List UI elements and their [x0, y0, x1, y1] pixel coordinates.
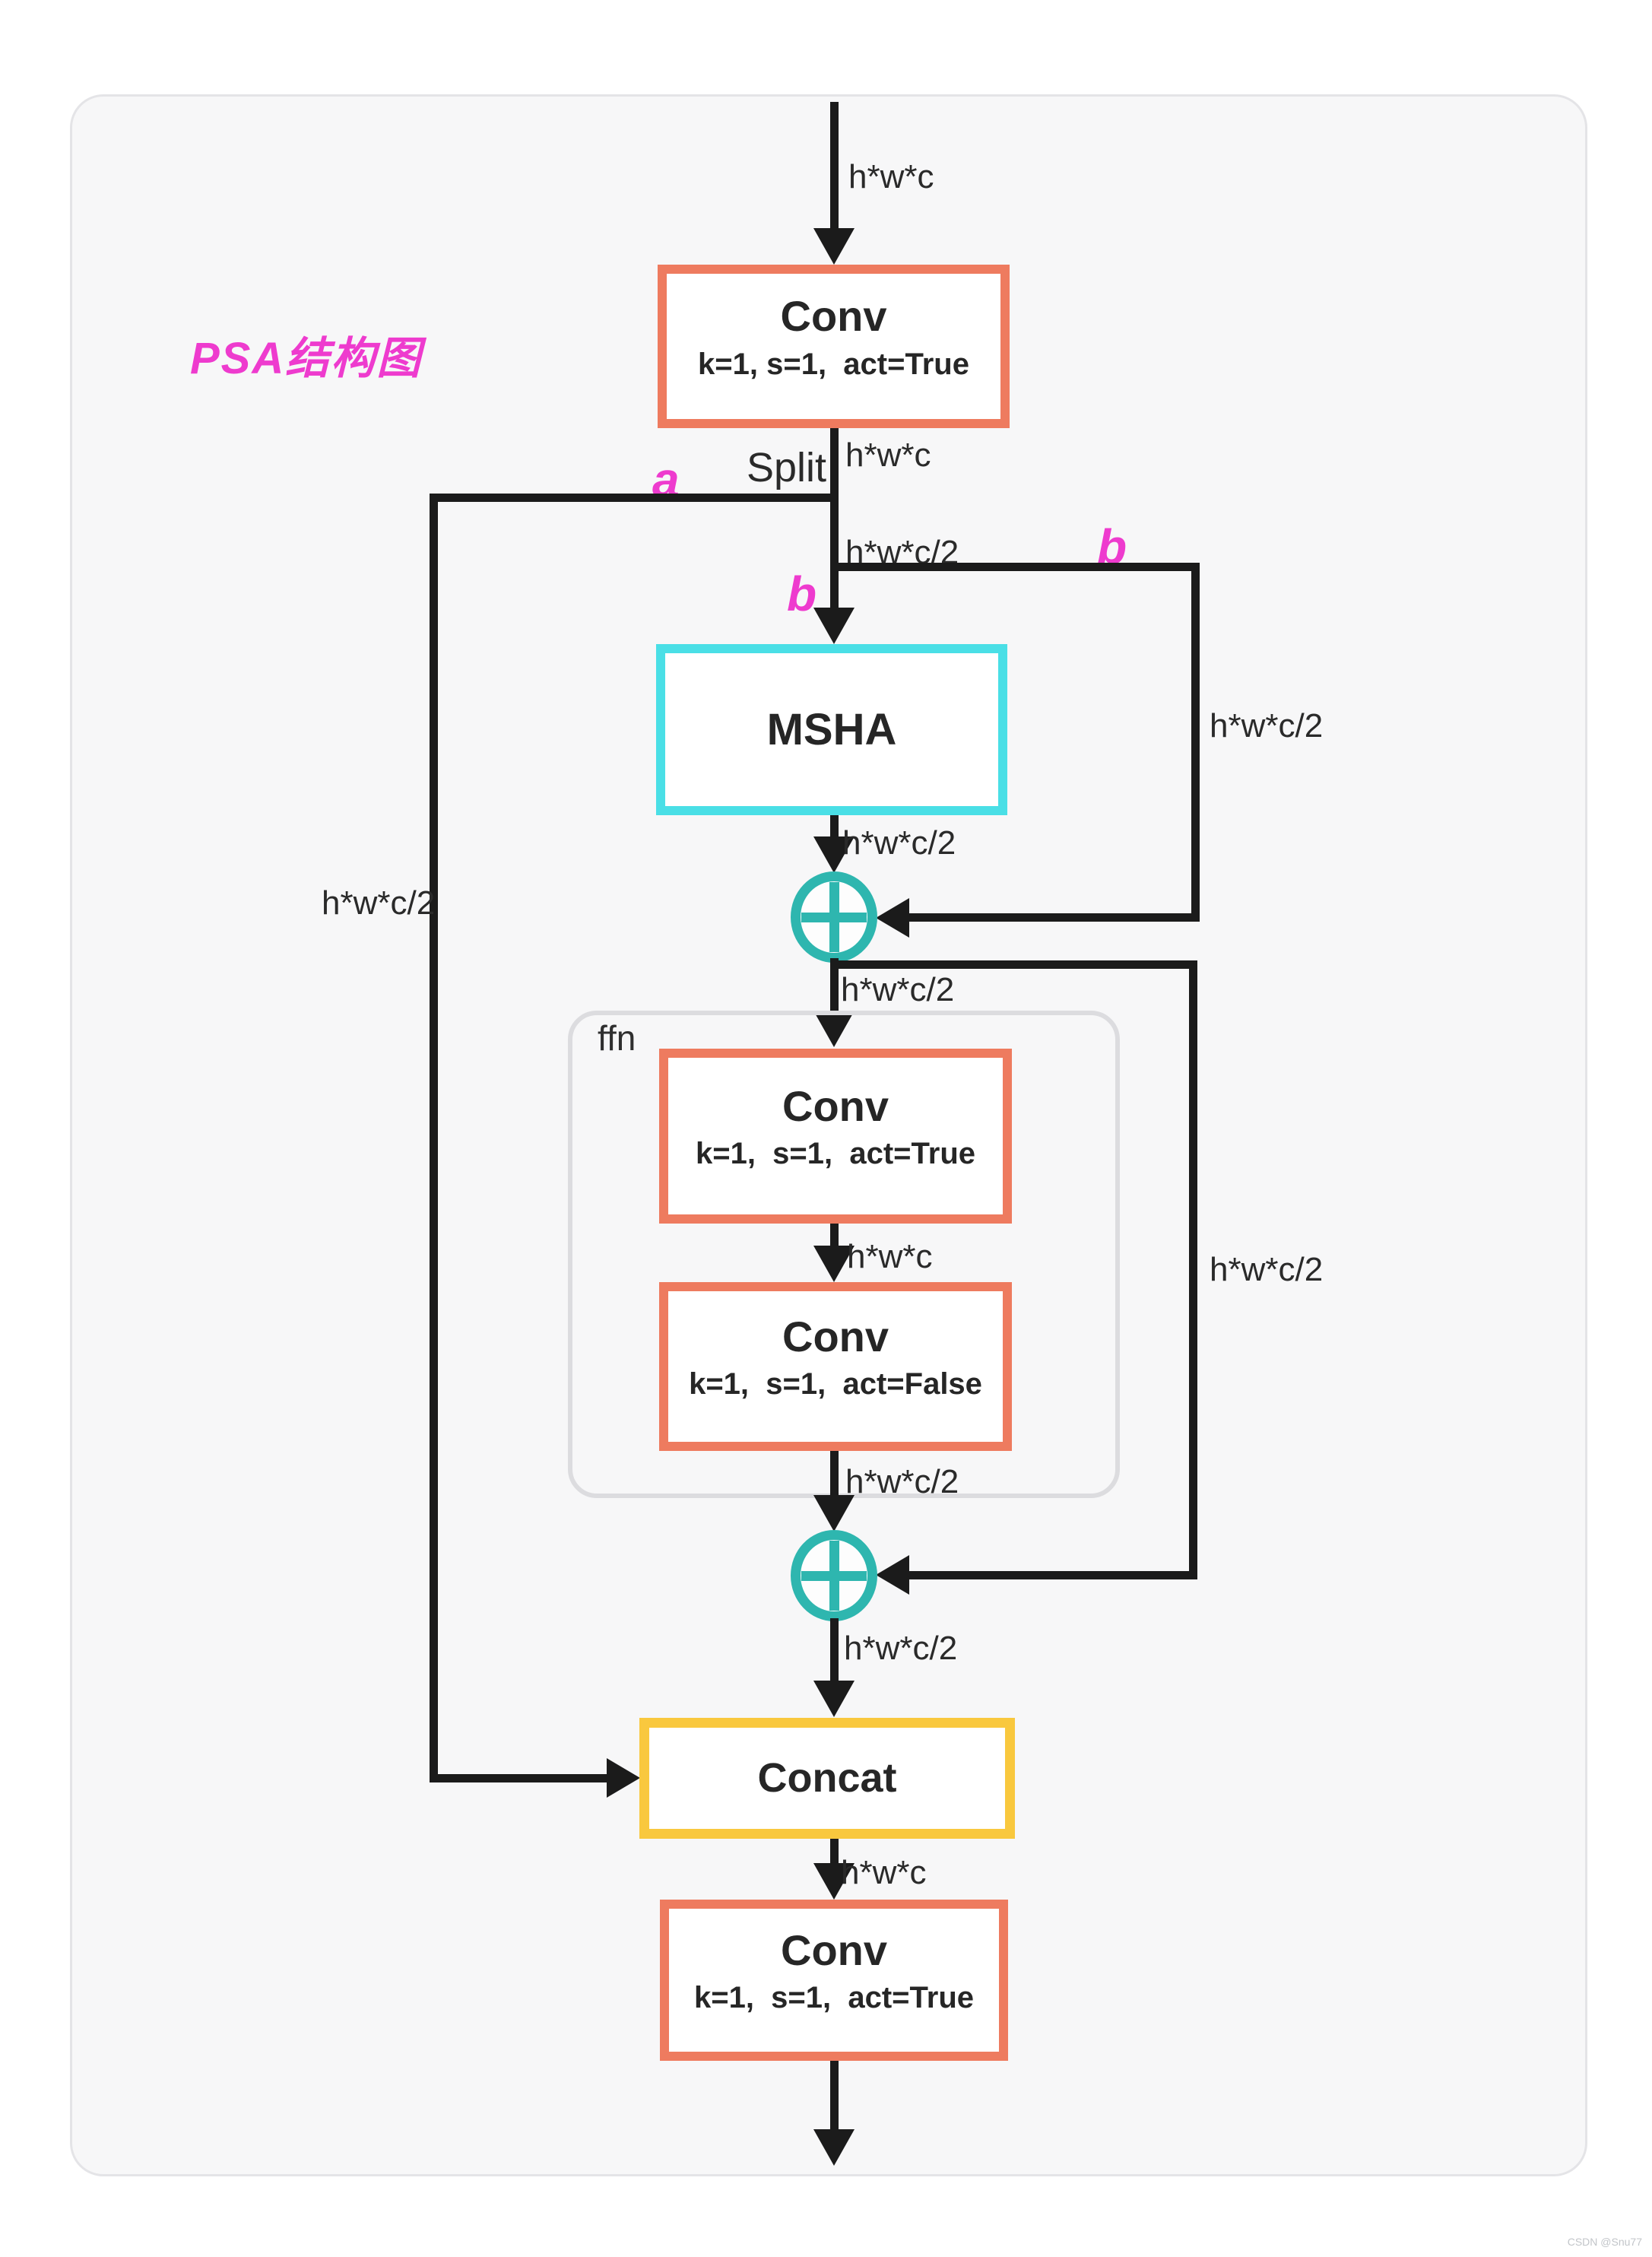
dim-concat-out: h*w*c — [841, 1854, 927, 1891]
edge-ffn-out-line — [830, 1451, 839, 1498]
branch-b-label-left: b — [787, 567, 817, 621]
msha-title: MSHA — [766, 704, 897, 754]
node-concat: Concat — [639, 1718, 1015, 1839]
edge-ffn-mid-line — [830, 1224, 839, 1251]
node-conv3: Conv k=1, s=1, act=False — [659, 1282, 1012, 1451]
arrowhead-add2-top-icon — [813, 1495, 855, 1532]
arrowhead-input-icon — [813, 228, 855, 265]
conv1-params: k=1, s=1, act=True — [698, 347, 969, 381]
node-conv2: Conv k=1, s=1, act=True — [659, 1049, 1012, 1224]
edge-skip2-top-line — [830, 960, 1197, 969]
conv3-params: k=1, s=1, act=False — [689, 1367, 982, 1401]
plus-horizontal-bar — [801, 912, 867, 922]
arrowhead-conv3-icon — [813, 1246, 855, 1282]
add-node-2-icon — [791, 1530, 877, 1621]
conv1-title: Conv — [780, 292, 887, 341]
edge-b-into-add1-line — [909, 913, 1196, 922]
dim-add2-out: h*w*c/2 — [844, 1630, 958, 1667]
node-conv4: Conv k=1, s=1, act=True — [660, 1900, 1008, 2061]
arrowhead-msha-icon — [813, 608, 855, 644]
arrowhead-output-icon — [813, 2129, 855, 2166]
edge-a-top-line — [430, 494, 830, 502]
edge-add2-out-line — [830, 1618, 839, 1684]
dim-skip2: h*w*c/2 — [1210, 1251, 1324, 1288]
arrowhead-add2-icon — [876, 1555, 909, 1595]
dim-ffn-out: h*w*c/2 — [845, 1463, 959, 1500]
watermark: CSDN @Snu77 — [1567, 2236, 1642, 2248]
concat-title: Concat — [757, 1754, 897, 1801]
dim-msha-out: h*w*c/2 — [842, 824, 956, 862]
ffn-group-label: ffn — [598, 1018, 636, 1058]
edge-msha-out-line — [830, 815, 839, 840]
edge-a-bottom-line — [430, 1774, 607, 1782]
edge-input-line — [830, 102, 839, 232]
dim-input: h*w*c — [848, 158, 934, 195]
edge-skip2-into-add2-line — [909, 1571, 1197, 1579]
dim-branch-a: h*w*c/2 — [322, 884, 436, 922]
dim-conv1-out: h*w*c — [845, 436, 931, 474]
dim-ffn-mid: h*w*c — [847, 1238, 933, 1275]
edge-a-vertical-line — [430, 494, 438, 1782]
dim-branch-b: h*w*c/2 — [1210, 707, 1324, 744]
edge-b-top-line — [830, 563, 1200, 571]
plus-horizontal-bar — [801, 1570, 867, 1581]
edge-add1-out-line — [830, 958, 839, 1014]
node-conv1: Conv k=1, s=1, act=True — [658, 265, 1010, 428]
add-node-1-icon — [791, 871, 877, 963]
dim-add1-out: h*w*c/2 — [841, 971, 955, 1008]
edge-split-line — [830, 428, 839, 611]
split-label: Split — [746, 445, 826, 490]
edge-concat-out-line — [830, 1839, 839, 1867]
arrowhead-add1-icon — [876, 898, 909, 938]
edge-output-line — [830, 2061, 839, 2133]
conv3-title: Conv — [782, 1312, 889, 1360]
node-msha: MSHA — [656, 644, 1007, 815]
conv4-params: k=1, s=1, act=True — [693, 1981, 975, 2015]
conv4-title: Conv — [781, 1925, 887, 1974]
conv2-title: Conv — [782, 1081, 889, 1130]
arrowhead-conv2-icon — [813, 1011, 855, 1047]
edge-b-vertical-line — [1191, 563, 1200, 922]
arrowhead-concat-left-icon — [607, 1758, 640, 1798]
arrowhead-concat-top-icon — [813, 1681, 855, 1717]
arrowhead-conv4-icon — [813, 1863, 855, 1900]
arrowhead-add1-top-icon — [813, 836, 855, 873]
diagram-title: PSA结构图 — [190, 334, 423, 383]
edge-skip2-vertical-line — [1189, 960, 1197, 1579]
conv2-params: k=1, s=1, act=True — [695, 1137, 976, 1171]
